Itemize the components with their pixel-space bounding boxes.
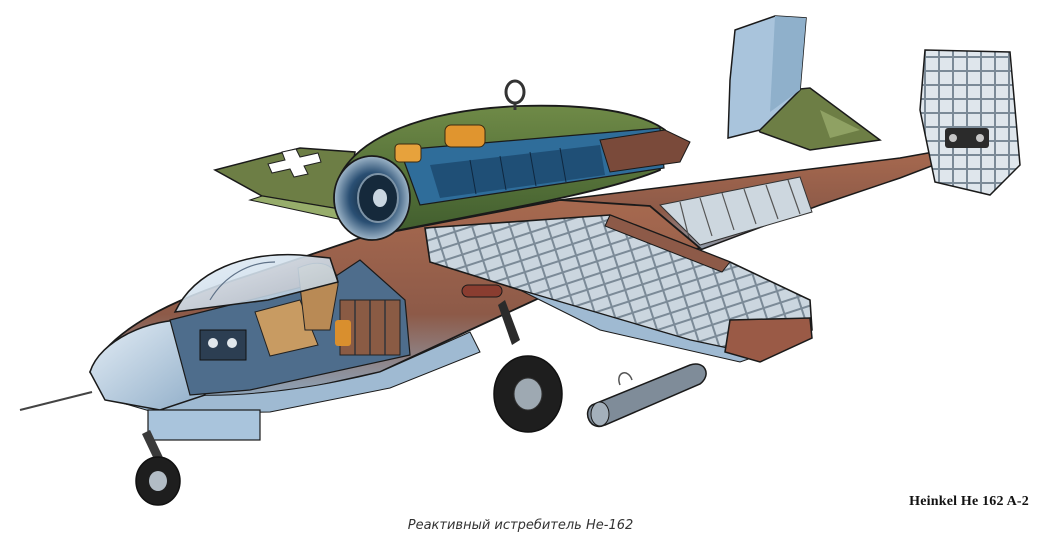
nose-landing-gear	[135, 409, 261, 506]
plate-title-label: Heinkel He 162 A-2	[909, 494, 1029, 509]
engine-intake	[333, 155, 411, 241]
wingtip	[724, 317, 813, 363]
aircraft-cutaway-illustration	[19, 15, 1021, 506]
tail-fin-left	[727, 15, 807, 139]
canopy	[173, 253, 339, 313]
tail-fin-right-cutaway	[919, 49, 1021, 196]
balkenkreuz-wing-marking	[267, 148, 322, 178]
image-caption: Реактивный истребитель Не-162	[407, 518, 634, 533]
main-landing-gear	[461, 284, 563, 433]
engine-lifting-ring	[504, 79, 526, 110]
drop-store	[586, 363, 707, 428]
engine-nacelle	[334, 104, 691, 240]
